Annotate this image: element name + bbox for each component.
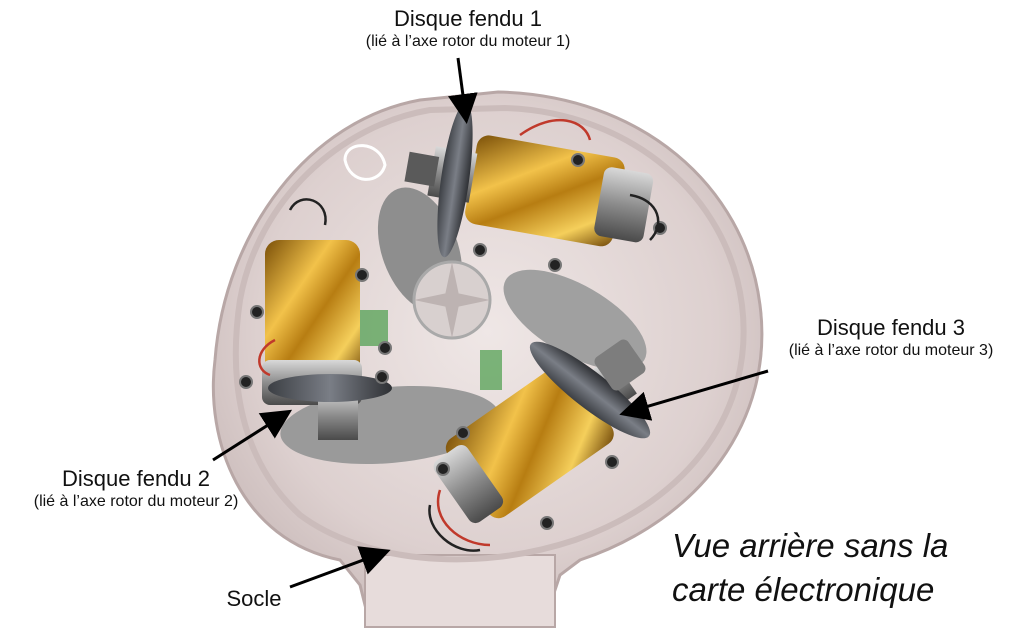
label-disk3: Disque fendu 3 (lié à l’axe rotor du mot… [760, 315, 1022, 361]
caption-line1: Vue arrière sans la [672, 527, 949, 564]
base-tab [364, 554, 556, 628]
label-disk3-sub: (lié à l’axe rotor du moteur 3) [788, 342, 994, 359]
label-disk3-title: Disque fendu 3 [817, 315, 965, 340]
label-base-title: Socle [226, 586, 282, 611]
slotted-disk-2 [268, 374, 392, 402]
slotted-disk-1 [437, 102, 473, 258]
label-disk2: Disque fendu 2 (lié à l’axe rotor du mot… [0, 466, 272, 512]
label-disk1-title: Disque fendu 1 [394, 6, 542, 31]
label-disk2-title: Disque fendu 2 [62, 466, 210, 491]
caption-line2: carte électronique [672, 571, 935, 608]
label-disk2-sub: (lié à l’axe rotor du moteur 2) [33, 493, 239, 510]
label-disk1: Disque fendu 1 (lié à l’axe rotor du mot… [338, 6, 598, 52]
label-disk1-sub: (lié à l’axe rotor du moteur 1) [365, 33, 571, 50]
caption: Vue arrière sans la carte électronique [672, 524, 948, 612]
label-base: Socle [218, 586, 290, 612]
